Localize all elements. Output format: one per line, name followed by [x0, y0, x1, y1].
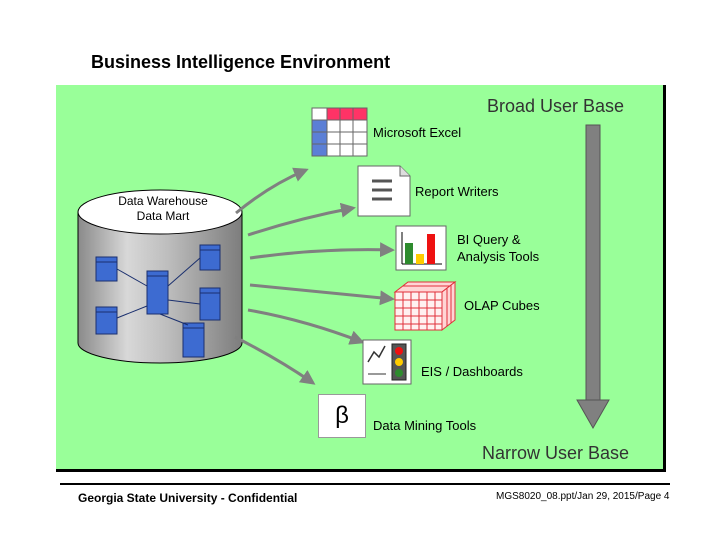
- dashboard-icon: [362, 339, 412, 385]
- database-label-line2: Data Mart: [136, 209, 190, 223]
- flow-arrows: [234, 167, 395, 385]
- page-title: Business Intelligence Environment: [91, 52, 391, 72]
- bi-query-label-line1: BI Query &: [457, 232, 521, 247]
- excel-label: Microsoft Excel: [373, 125, 462, 140]
- database-label-line1: Data Warehouse: [118, 194, 208, 208]
- excel-icon: [311, 107, 368, 157]
- report-writers-label: Report Writers: [415, 184, 499, 199]
- narrow-user-base-label: Narrow User Base: [482, 443, 630, 463]
- beta-icon: β: [318, 394, 366, 438]
- eis-label: EIS / Dashboards: [421, 364, 523, 379]
- report-document-icon: [357, 165, 411, 217]
- bar-chart-icon: [395, 225, 447, 271]
- footer-right-text: MGS8020_08.ppt/Jan 29, 2015/Page 4: [496, 491, 670, 502]
- footer-left-text: Georgia State University - Confidential: [78, 491, 298, 505]
- database-cylinder: [77, 189, 243, 364]
- footer-divider: [60, 483, 670, 485]
- olap-label: OLAP Cubes: [464, 298, 540, 313]
- user-base-arrow: [576, 124, 610, 430]
- bi-query-label-line2: Analysis Tools: [457, 249, 540, 264]
- olap-cube-icon: [393, 280, 457, 332]
- database-label: Data Warehouse Data Mart: [100, 194, 226, 224]
- data-mining-label: Data Mining Tools: [373, 418, 477, 433]
- broad-user-base-label: Broad User Base: [487, 96, 625, 116]
